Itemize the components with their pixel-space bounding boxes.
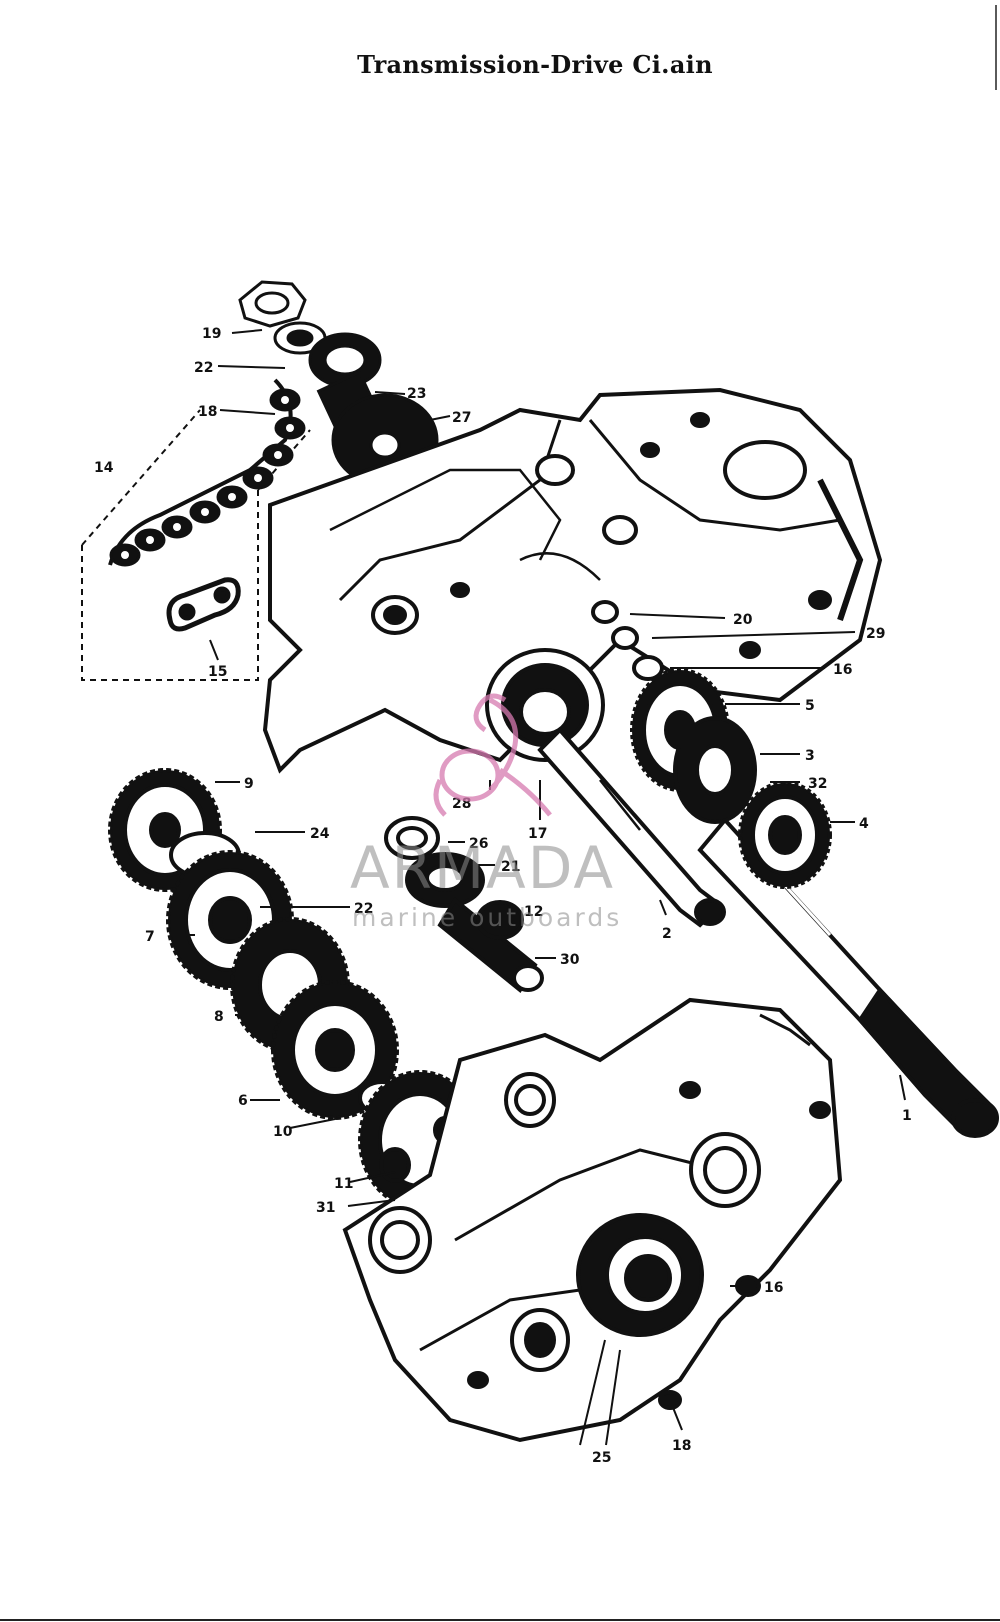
leader-lines — [170, 329, 906, 1446]
chain-group-dashed-lead — [81, 409, 201, 546]
callout-label: 18 — [198, 404, 217, 420]
callout-label: 7 — [145, 929, 155, 945]
callout-label: 15 — [208, 664, 227, 680]
callout-label: 8 — [214, 1009, 224, 1025]
callout-label: 1 — [902, 1108, 912, 1124]
main-bearing-lower — [576, 1213, 704, 1337]
callout-label: 5 — [805, 698, 815, 714]
callout-label: 23 — [407, 386, 426, 402]
small-shaft-assembly — [384, 816, 544, 994]
callout-label: 4 — [859, 816, 869, 832]
callout-label: 32 — [808, 776, 827, 792]
chain-group-dashed-lead — [257, 429, 311, 491]
callout-label: 12 — [524, 904, 543, 920]
watermark-tagline: marine outboards — [352, 903, 622, 932]
callout-label: 17 — [528, 826, 547, 842]
callout-label: 22 — [354, 901, 373, 917]
callout-label: 19 — [202, 326, 221, 342]
shaft-gear-3 — [673, 716, 757, 824]
callout-label: 27 — [452, 410, 471, 426]
lower-crankcase — [342, 997, 843, 1443]
callout-label: 29 — [866, 626, 885, 642]
callout-label: 30 — [560, 952, 580, 968]
callout-label: 31 — [316, 1200, 335, 1216]
callout-label: 14 — [94, 460, 114, 476]
shaft-gear-4 — [738, 781, 832, 889]
callout-label: 2 — [662, 926, 672, 942]
drive-shaft — [697, 816, 999, 1138]
counter-shaft — [537, 727, 726, 928]
chain-group-dashed-box — [81, 490, 259, 681]
watermark-brand: ARMADA — [350, 834, 615, 902]
callout-labels: 19 22 18 23 27 14 15 20 29 16 5 3 32 4 2… — [94, 326, 912, 1466]
callout-label: 21 — [501, 859, 520, 875]
callout-label: 10 — [273, 1124, 293, 1140]
callout-label: 26 — [469, 836, 488, 852]
callout-label: 16 — [764, 1280, 783, 1296]
callout-label: 22 — [194, 360, 213, 376]
callout-label: 6 — [238, 1093, 248, 1109]
callout-label: 18 — [672, 1438, 691, 1454]
callout-label: 20 — [733, 612, 753, 628]
callout-label: 16 — [833, 662, 852, 678]
drive-chain — [108, 378, 306, 567]
armada-logo-icon — [433, 693, 552, 817]
callout-label: 25 — [592, 1450, 611, 1466]
chain-joint-link — [166, 577, 241, 632]
callout-label: 9 — [244, 776, 254, 792]
callout-label: 24 — [310, 826, 330, 842]
armada-watermark: ARMADA marine outboards — [350, 693, 622, 932]
callout-label: 3 — [805, 748, 815, 764]
callout-label: 11 — [334, 1176, 353, 1192]
bearing-washers — [591, 600, 664, 681]
page-title: Transmission-Drive Ci.ain — [357, 50, 713, 79]
